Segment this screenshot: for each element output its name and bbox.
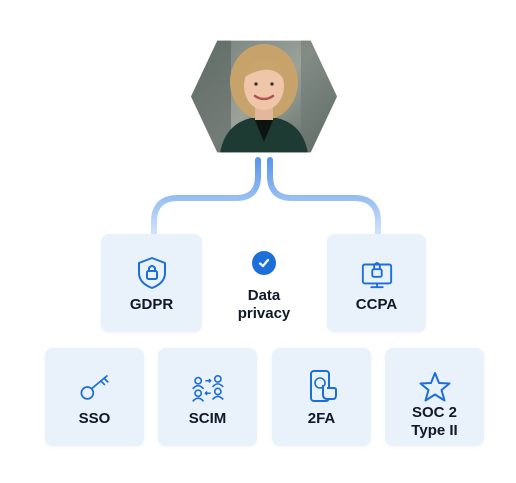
gdpr-card: GDPR [101, 234, 202, 332]
data-privacy-block: Data privacy [221, 247, 307, 337]
connector-right [267, 157, 381, 239]
shield-lock-icon [135, 256, 169, 290]
soc2-line2: Type II [411, 422, 458, 439]
soc2-line1: SOC 2 [411, 404, 457, 421]
ccpa-card: CCPA [327, 234, 426, 332]
sso-card: SSO [45, 348, 144, 446]
check-circle-icon [252, 251, 276, 275]
scim-card: SCIM [158, 348, 257, 446]
connector-left [151, 157, 261, 239]
twofa-card: 2FA [272, 348, 371, 446]
key-icon [78, 370, 112, 404]
scim-label: SCIM [188, 410, 227, 427]
ccpa-label: CCPA [355, 296, 398, 313]
data-privacy-label: Data privacy [238, 287, 291, 323]
star-icon [418, 370, 452, 404]
data-privacy-line1: Data [247, 287, 281, 304]
twofa-label: 2FA [307, 410, 336, 427]
users-sync-icon [191, 370, 225, 404]
phone-touch-icon [305, 370, 339, 404]
gdpr-label: GDPR [129, 296, 174, 313]
soc2-card: SOC 2 Type II [385, 348, 484, 446]
monitor-lock-icon [360, 256, 394, 290]
sso-label: SSO [78, 410, 111, 427]
soc2-label: SOC 2 Type II [411, 404, 457, 440]
data-privacy-line2: privacy [237, 305, 291, 322]
